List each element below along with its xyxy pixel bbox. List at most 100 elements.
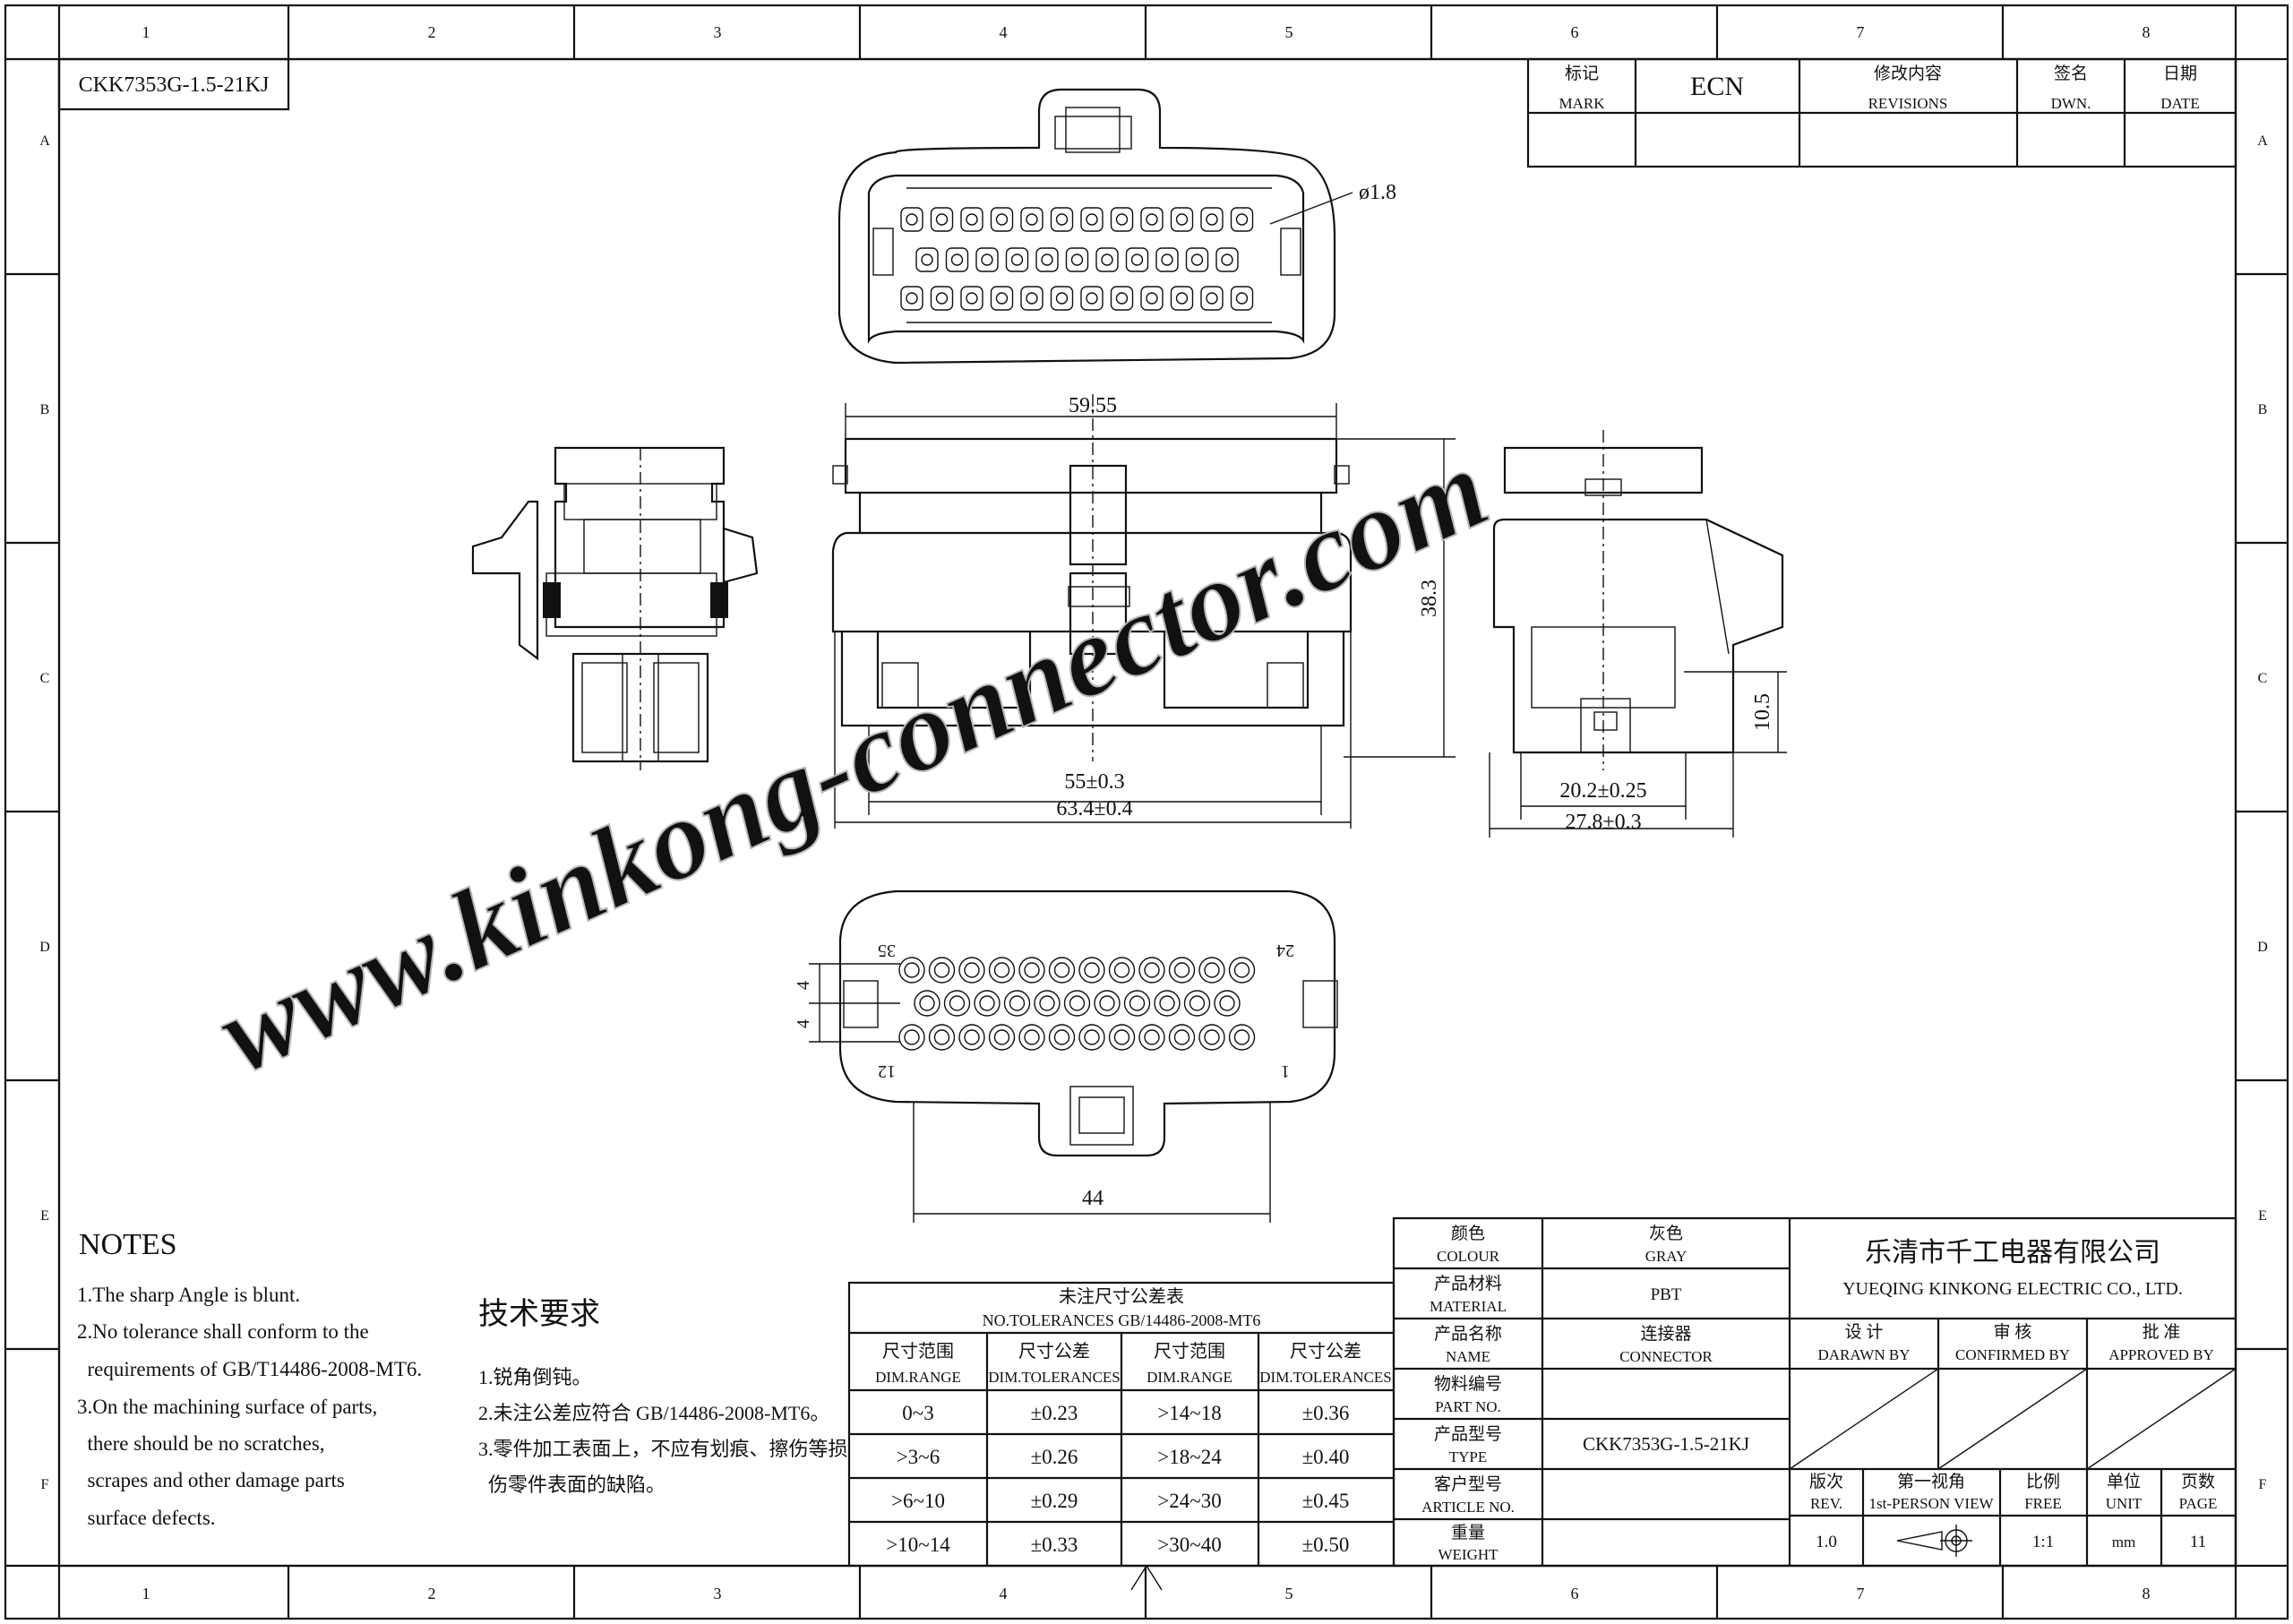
bottom-view-contact-inner bbox=[1173, 962, 1190, 978]
tb-attr-cn: 客户型号 bbox=[1434, 1474, 1502, 1494]
top-view-contact bbox=[1080, 286, 1104, 311]
top-view-contact bbox=[1230, 286, 1254, 311]
tb-attr-cn: 颜色 bbox=[1451, 1224, 1485, 1243]
tol-header-en: DIM.RANGE bbox=[875, 1369, 961, 1386]
rev-header-en: REVISIONS bbox=[1868, 95, 1948, 112]
top-view-contact bbox=[1005, 247, 1029, 272]
title-block: 颜色 COLOUR 灰色 GRAY 产品材料 MATERIAL PBT 产品名称… bbox=[1392, 1216, 2237, 1568]
tol-title-en: NO.TOLERANCES GB/14486-2008-MT6 bbox=[983, 1311, 1261, 1329]
connector-side-view: 10.5 20.2±0.25 27.8±0.3 bbox=[1489, 430, 1787, 838]
top-view-contact bbox=[1170, 207, 1194, 232]
company-name-en: YUEQING KINKONG ELECTRIC CO., LTD. bbox=[1842, 1279, 2183, 1299]
top-view-contact bbox=[945, 247, 969, 272]
top-view-contact-hole bbox=[995, 213, 1009, 226]
top-view-contact bbox=[1155, 247, 1179, 272]
tb-attr-en: ARTICLE NO. bbox=[1421, 1499, 1515, 1516]
bottom-view-contact-inner bbox=[1113, 1029, 1130, 1045]
bottom-view-contact bbox=[1228, 957, 1256, 984]
top-view-contact bbox=[1200, 286, 1224, 311]
bottom-view-contact bbox=[1123, 990, 1151, 1017]
dim-pin-pitch: 4 bbox=[794, 981, 813, 990]
tol-header-cn: 尺寸公差 bbox=[1290, 1341, 1361, 1362]
tech-req-item: 3.零件加工表面上，不应有划痕、擦伤等损 bbox=[478, 1438, 848, 1460]
top-view-contact bbox=[900, 207, 923, 232]
tol-cell: >6~10 bbox=[891, 1490, 945, 1512]
frame-col-label: 8 bbox=[2143, 23, 2151, 41]
top-view-contact-hole bbox=[921, 253, 933, 266]
tb-attr-value: PBT bbox=[1651, 1285, 1682, 1304]
bottom-view-contact-inner bbox=[1144, 962, 1160, 978]
watermark: www.kinkong-connector.com bbox=[201, 424, 1506, 1098]
tb-approval-en: DARAWN BY bbox=[1818, 1346, 1911, 1363]
tb-info-header-cn: 比例 bbox=[2026, 1472, 2060, 1491]
top-view-contact-hole bbox=[1115, 292, 1129, 305]
frame-row-label: C bbox=[2258, 671, 2268, 686]
bottom-view-contact bbox=[1018, 957, 1045, 984]
notes-item: 3.On the machining surface of parts, bbox=[77, 1396, 377, 1418]
frame-row-label: E bbox=[2258, 1208, 2267, 1224]
notes-item: 2.No tolerance shall conform to the bbox=[77, 1320, 369, 1343]
bottom-view-contact bbox=[1183, 990, 1211, 1017]
top-view-contact-hole bbox=[1146, 292, 1158, 305]
bottom-view-contact bbox=[1198, 1024, 1225, 1051]
tb-attr-cn: 产品材料 bbox=[1434, 1274, 1502, 1293]
bottom-view-contact-inner bbox=[1099, 995, 1115, 1011]
top-view-contact-hole bbox=[1190, 253, 1204, 266]
tech-req-title: 技术要求 bbox=[478, 1297, 600, 1331]
top-view-contact-hole bbox=[1055, 292, 1069, 305]
bottom-view-contact-inner bbox=[904, 1029, 920, 1045]
frame-col-label: 5 bbox=[1285, 23, 1293, 41]
frame-col-label: 2 bbox=[428, 1585, 436, 1603]
tb-attr-value: 灰色 bbox=[1649, 1224, 1683, 1243]
bottom-view-contact bbox=[1048, 1024, 1076, 1051]
top-view-contact bbox=[900, 286, 923, 311]
dim-pin-pitch: 4 bbox=[794, 1019, 813, 1028]
top-view-contact bbox=[1020, 286, 1043, 311]
bottom-view-contact bbox=[898, 957, 925, 984]
top-view-contact bbox=[1095, 247, 1119, 272]
connector-front-view: 59.55 38.3 55±0.3 63.4±0.4 bbox=[831, 394, 1456, 829]
tb-attr-cn: 产品名称 bbox=[1434, 1324, 1502, 1344]
top-view-contact bbox=[990, 286, 1014, 311]
bottom-view-contact-inner bbox=[1084, 962, 1100, 978]
rev-header-cn: 修改内容 bbox=[1874, 64, 1942, 83]
dim-bottom-width: 44 bbox=[1082, 1187, 1104, 1210]
frame-col-label: 1 bbox=[142, 1585, 150, 1603]
tol-header-cn: 尺寸公差 bbox=[1018, 1341, 1090, 1362]
tol-cell: ±0.23 bbox=[1031, 1402, 1078, 1424]
bottom-view-contact-inner bbox=[933, 962, 950, 978]
top-view-contact-hole bbox=[966, 292, 978, 305]
connector-top-view: ø1.8 bbox=[837, 88, 1396, 365]
bottom-view-contact-inner bbox=[1219, 995, 1235, 1011]
tol-header-en: DIM.TOLERANCES bbox=[1259, 1369, 1392, 1386]
bottom-view-contact bbox=[1138, 957, 1165, 984]
tb-rev-value: 1.0 bbox=[1816, 1533, 1837, 1551]
pin-label-24: 24 bbox=[1276, 941, 1294, 960]
top-view-contact-hole bbox=[906, 213, 918, 226]
bottom-view-contact bbox=[1198, 957, 1225, 984]
frame-row-label: C bbox=[40, 671, 50, 686]
tb-attr-value2: GRAY bbox=[1645, 1248, 1688, 1265]
top-view-contact bbox=[1200, 207, 1224, 232]
top-view-contact bbox=[1230, 207, 1254, 232]
center-mark bbox=[1130, 1564, 1163, 1591]
bottom-view-contact-inner bbox=[979, 995, 995, 1011]
bottom-view-contact-inner bbox=[949, 995, 966, 1011]
top-view-contact-hole bbox=[1115, 213, 1129, 226]
tb-attr-value2: CONNECTOR bbox=[1619, 1348, 1713, 1365]
rev-header-en: DWN. bbox=[2051, 95, 2091, 112]
top-view-contact bbox=[930, 207, 954, 232]
top-view-contact-hole bbox=[1146, 213, 1158, 226]
top-view-contact bbox=[960, 207, 983, 232]
tb-unit-value: mm bbox=[2112, 1534, 2135, 1551]
top-view-contact-hole bbox=[935, 292, 949, 305]
frame-col-label: 6 bbox=[1571, 23, 1579, 41]
top-view-contact bbox=[1140, 207, 1164, 232]
top-view-contact-hole bbox=[966, 213, 978, 226]
dim-overall-width: 63.4±0.4 bbox=[1056, 797, 1132, 821]
bottom-view-contact-inner bbox=[1024, 1029, 1040, 1045]
frame-row-label: E bbox=[40, 1208, 49, 1224]
top-view-contact bbox=[975, 247, 999, 272]
notes-block: NOTES 1.The sharp Angle is blunt. 2.No t… bbox=[77, 1228, 422, 1529]
tol-header-en: DIM.RANGE bbox=[1146, 1369, 1232, 1386]
